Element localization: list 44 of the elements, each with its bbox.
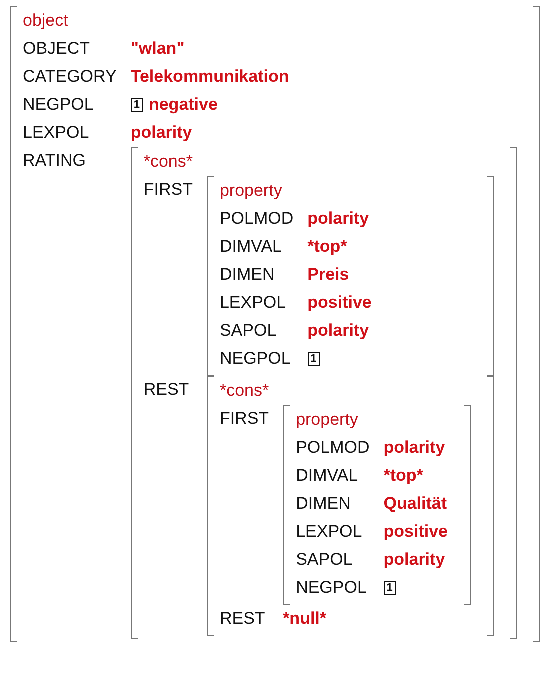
feature-name: DIMVAL [296,465,358,487]
feature-value: Preis [308,264,350,286]
feature-name: NEGPOL [296,577,367,599]
feature-name: DIMVAL [220,236,282,258]
coreference-tag: 1 [308,352,320,366]
feature-value: polarity [384,437,446,459]
feature-name: POLMOD [296,437,370,459]
feature-value: *top* [384,465,424,487]
feature-name: POLMOD [220,208,294,230]
feature-value: positive [308,292,372,314]
type-label: object [23,10,68,32]
feature-value: positive [384,521,448,543]
type-label: *cons* [220,380,270,402]
feature-value: polarity [308,320,370,342]
feature-name: SAPOL [296,549,353,571]
feature-name: CATEGORY [23,66,117,88]
type-label: property [220,180,282,202]
feature-value: *null* [283,608,327,630]
feature-name: RATING [23,150,86,172]
feature-value: *top* [308,236,348,258]
feature-name: LEXPOL [220,292,286,314]
coreference-tag: 1 [130,98,143,112]
feature-name: LEXPOL [296,521,362,543]
feature-value: Qualität [384,493,448,515]
type-label: *cons* [144,151,193,173]
feature-value: polarity [308,208,370,230]
feature-name: FIRST [144,179,193,201]
feature-name: DIMEN [296,493,351,515]
feature-value: Telekommunikation [130,66,290,88]
feature-name: FIRST [220,408,270,430]
feature-value: polarity [384,549,446,571]
feature-name: LEXPOL [23,122,90,144]
feature-name: NEGPOL [23,94,94,116]
type-label: property [296,409,358,431]
feature-name: DIMEN [220,264,275,286]
feature-name: REST [144,379,190,401]
feature-value: polarity [130,122,192,144]
feature-value: negative [148,94,218,116]
feature-name: OBJECT [23,38,90,60]
feature-value: "wlan" [130,38,185,60]
feature-name: SAPOL [220,320,277,342]
feature-name: REST [220,608,266,630]
coreference-tag: 1 [384,581,396,595]
feature-name: NEGPOL [220,348,291,370]
